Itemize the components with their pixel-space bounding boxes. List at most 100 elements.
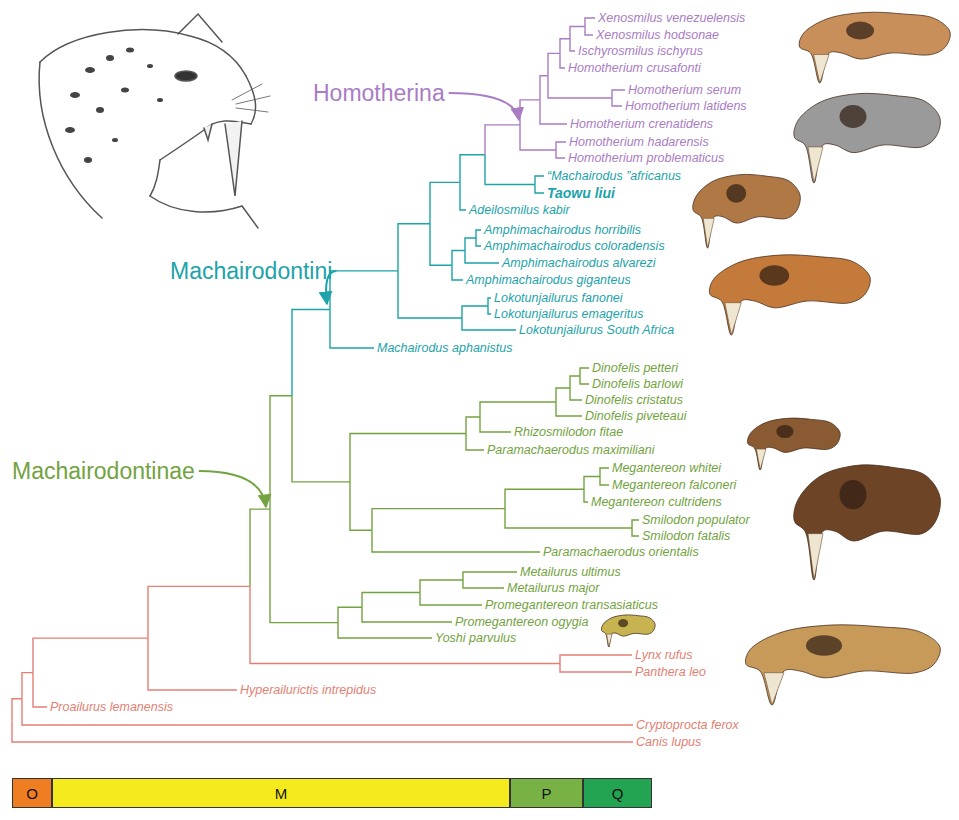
tree-branch (485, 125, 520, 155)
taxon-label: Amphimachairodus coloradensis (484, 238, 665, 254)
tree-branch (292, 309, 330, 395)
tree-branch (480, 402, 556, 417)
cat-outline (40, 30, 246, 76)
period-band: P (510, 778, 583, 808)
tree-branch (556, 150, 565, 158)
skull-orbit (846, 22, 874, 40)
tree-branch (430, 182, 460, 223)
tree-branch (570, 376, 580, 388)
skull-fang (725, 303, 742, 335)
skull-outline (794, 93, 941, 183)
tree-branch (548, 53, 560, 75)
taxon-label: Megantereon falconeri (612, 477, 736, 493)
tree-branch (520, 100, 540, 125)
tree-branch (250, 509, 270, 586)
taxon-label: Lokotunjailurus emageritus (494, 306, 643, 322)
clade-arrows (199, 93, 519, 507)
taxon-label: Dinofelis piveteaui (585, 408, 686, 424)
skull-outline (709, 255, 870, 335)
tree-branch (488, 298, 491, 306)
tree-branch (270, 509, 338, 622)
tree-branch (480, 417, 511, 432)
cat-fang (225, 121, 242, 196)
tree-branch (420, 593, 482, 606)
skull-outline (799, 12, 950, 83)
tree-branch (485, 155, 535, 185)
period-label: P (541, 785, 551, 802)
skull-orbit (726, 184, 746, 203)
tree-branch (600, 477, 609, 486)
tree-branch (585, 27, 593, 36)
tree-branch (556, 388, 570, 402)
tree-branch (612, 90, 625, 98)
clade-label: Homotherina (313, 80, 445, 106)
tree-branch (520, 125, 556, 150)
tree-branch (12, 699, 22, 721)
tree-branch (350, 482, 372, 530)
taxon-label: Promegantereon ogygia (455, 614, 588, 630)
tree-branch (548, 76, 612, 98)
cat-spot (85, 67, 95, 73)
taxon-label: Lokotunjailurus fanonei (494, 290, 623, 306)
tree-branch (452, 265, 463, 280)
tree-branch (535, 185, 544, 194)
skull-illustration (794, 93, 941, 183)
tree-branch (505, 509, 632, 528)
clade-label: Machairodontinae (12, 458, 195, 484)
skull-fang (764, 673, 784, 705)
taxon-label: Metailurus ultimus (520, 564, 621, 580)
taxon-label: Megantereon cultridens (591, 494, 722, 510)
tree-branch (398, 224, 430, 271)
tree-branch (570, 27, 585, 39)
tree-branch (33, 673, 47, 707)
taxon-label: Promegantereon transasiaticus (485, 597, 658, 613)
tree-branch (505, 489, 584, 508)
skull-fang (808, 147, 823, 183)
clade-label: Machairodontini (170, 258, 332, 284)
taxon-label: Amphimachairodus horribilis (484, 222, 641, 238)
tree-branch (22, 673, 33, 699)
cat-spots (65, 48, 163, 164)
tree-branch (560, 39, 570, 54)
taxon-label: Homotherium crusafonti (568, 60, 701, 76)
tree-branch (612, 98, 622, 106)
skull-illustration (601, 615, 655, 647)
skull-orbit (618, 619, 628, 627)
tree-branch (580, 368, 589, 376)
period-label: M (275, 785, 288, 802)
cat-tooth (204, 124, 212, 140)
skull-orbit (806, 635, 842, 655)
skull-orbit (840, 480, 867, 509)
taxon-label: Lynx rufus (635, 647, 692, 663)
taxon-label: Proailurus lemanensis (50, 699, 173, 715)
skull-outline (747, 418, 840, 470)
tree-branch (12, 720, 633, 742)
tree-branch (460, 155, 485, 183)
tree-branch (632, 528, 639, 536)
tree-branch (362, 593, 420, 608)
tree-branch (584, 489, 588, 502)
taxon-label: Yoshi parvulus (435, 630, 516, 646)
tree-branch (570, 39, 575, 51)
skull-fang (756, 449, 766, 470)
tree-branch (584, 477, 600, 490)
tree-branch (430, 224, 452, 265)
cat-spot (157, 98, 163, 102)
skull-illustration (799, 12, 950, 83)
tree-branch (330, 309, 374, 348)
tree-branch (570, 388, 582, 400)
tree-branch (476, 238, 481, 246)
taxon-label: Homotherium problematicus (568, 150, 724, 166)
tree-branch (465, 238, 476, 251)
cat-spot (106, 55, 114, 61)
taxon-label: Homotherium latidens (625, 98, 747, 114)
skull-fang (703, 218, 714, 248)
tree-branch (556, 402, 582, 416)
tree-branch (338, 607, 362, 622)
taxon-label: Xenosmilus venezuelensis (598, 10, 745, 26)
tree-branch (350, 434, 466, 482)
period-band: M (52, 778, 510, 808)
cat-spot (84, 157, 92, 163)
taxon-label: Amphimachairodus giganteus (466, 272, 631, 288)
cat-spot (65, 127, 75, 133)
